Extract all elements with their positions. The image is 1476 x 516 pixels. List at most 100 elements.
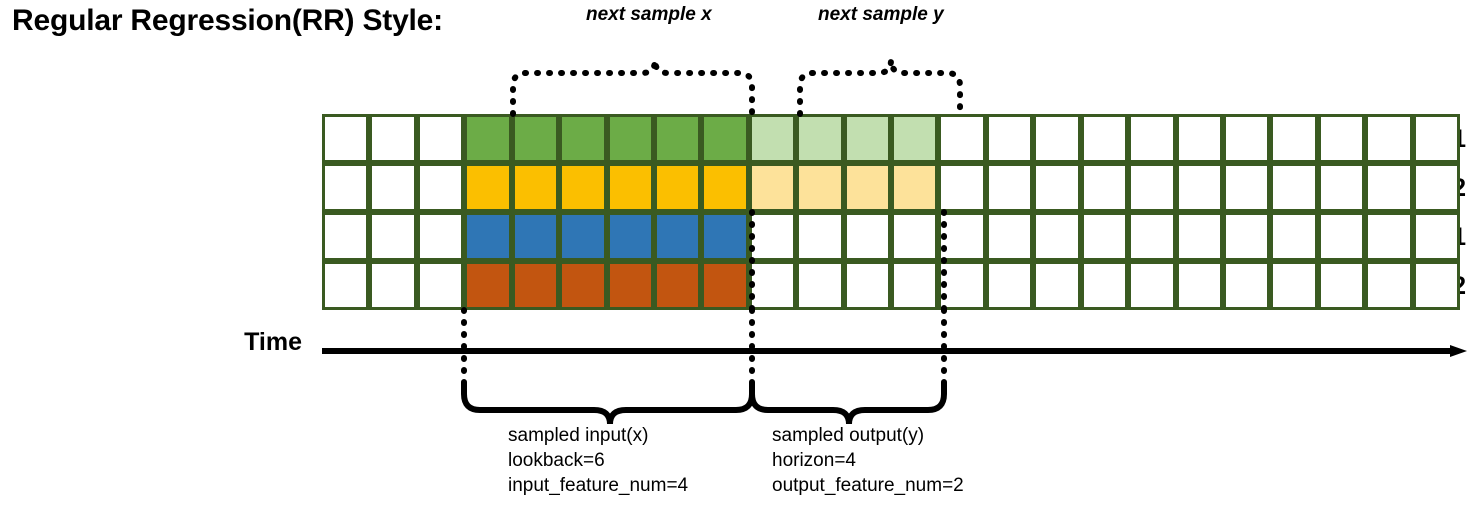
grid-cell (941, 215, 983, 258)
grid-cell (467, 264, 509, 307)
grid-cell (656, 264, 699, 307)
grid-cell (609, 215, 651, 258)
page-title: Regular Regression(RR) Style: (12, 4, 443, 37)
grid-cell (846, 117, 889, 160)
grid-cell (1131, 264, 1173, 307)
grid-cell (1273, 215, 1315, 258)
grid-cell (609, 264, 651, 307)
grid-cell (1415, 264, 1458, 307)
grid-cell (419, 264, 462, 307)
grid-cell (1320, 166, 1363, 209)
caption-output-line-2: horizon=4 (772, 450, 856, 471)
caption-sampled-input: sampled input(x) lookback=6 input_featur… (508, 423, 688, 498)
grid-cell (1083, 166, 1126, 209)
grid-cell (751, 215, 794, 258)
grid-cell (562, 215, 604, 258)
grid-cell (656, 215, 699, 258)
grid-cell (419, 117, 462, 160)
grid-cell (1036, 264, 1078, 307)
grid-cell (941, 264, 983, 307)
grid-cell (751, 166, 794, 209)
grid-cell (1083, 215, 1126, 258)
grid-cell (1131, 166, 1173, 209)
grid-cell (325, 264, 367, 307)
grid-cell (1131, 117, 1173, 160)
grid-cell (799, 215, 841, 258)
caption-output-line-1: sampled output(y) (772, 425, 925, 446)
grid-cell (799, 117, 841, 160)
grid-cell (467, 166, 509, 209)
top-brace-next-sample-y (797, 59, 963, 117)
grid-cell (751, 264, 794, 307)
grid-cell (1320, 117, 1363, 160)
grid-cell (514, 117, 557, 160)
grid-row (322, 114, 1460, 163)
grid-cell (751, 117, 794, 160)
grid-cell (894, 117, 936, 160)
grid-cell (372, 264, 414, 307)
grid-cell (562, 264, 604, 307)
top-brace-next-sample-x (510, 59, 755, 117)
grid-cell (656, 166, 699, 209)
grid-cell (514, 264, 557, 307)
caption-sampled-output: sampled output(y) horizon=4 output_featu… (772, 423, 964, 498)
grid-cell (988, 117, 1031, 160)
grid-cell (325, 117, 367, 160)
grid-cell (467, 117, 509, 160)
bottom-brace-sampled-output (749, 383, 947, 425)
grid-row (322, 261, 1460, 310)
grid-cell (325, 215, 367, 258)
grid-cell (941, 117, 983, 160)
grid-cell (894, 215, 936, 258)
grid-cell (1178, 166, 1220, 209)
grid-cell (1225, 117, 1268, 160)
grid-cell (704, 215, 746, 258)
time-axis-arrow (322, 345, 1467, 357)
grid-cell (1415, 215, 1458, 258)
grid-cell (1131, 215, 1173, 258)
grid-cell (609, 117, 651, 160)
grid-cell (514, 166, 557, 209)
grid-cell (1273, 166, 1315, 209)
grid-cell (941, 166, 983, 209)
grid-cell (372, 117, 414, 160)
caption-input-line-2: lookback=6 (508, 450, 605, 471)
caption-input-line-3: input_feature_num=4 (508, 475, 689, 496)
grid-cell (1320, 215, 1363, 258)
timeseries-grid (322, 114, 1460, 310)
grid-cell (1225, 166, 1268, 209)
grid-row (322, 163, 1460, 212)
grid-cell (372, 215, 414, 258)
bottom-brace-sampled-input (461, 383, 755, 425)
grid-cell (988, 166, 1031, 209)
grid-cell (562, 166, 604, 209)
grid-row (322, 212, 1460, 261)
grid-cell (1415, 117, 1458, 160)
grid-cell (1415, 166, 1458, 209)
grid-cell (1368, 166, 1410, 209)
grid-cell (325, 166, 367, 209)
grid-cell (656, 117, 699, 160)
grid-cell (1036, 215, 1078, 258)
grid-cell (894, 264, 936, 307)
grid-cell (1320, 264, 1363, 307)
grid-cell (467, 215, 509, 258)
grid-cell (988, 264, 1031, 307)
grid-cell (1368, 117, 1410, 160)
grid-cell (1036, 117, 1078, 160)
time-axis-label: Time (244, 328, 302, 356)
grid-cell (609, 166, 651, 209)
grid-cell (1178, 215, 1220, 258)
grid-cell (1036, 166, 1078, 209)
grid-cell (1225, 264, 1268, 307)
grid-cell (1368, 264, 1410, 307)
grid-cell (846, 166, 889, 209)
caption-input-line-1: sampled input(x) (508, 425, 649, 446)
caption-output-line-3: output_feature_num=2 (772, 475, 964, 496)
grid-cell (988, 215, 1031, 258)
grid-cell (1083, 264, 1126, 307)
grid-cell (704, 166, 746, 209)
grid-cell (1273, 117, 1315, 160)
grid-cell (562, 117, 604, 160)
grid-cell (514, 215, 557, 258)
